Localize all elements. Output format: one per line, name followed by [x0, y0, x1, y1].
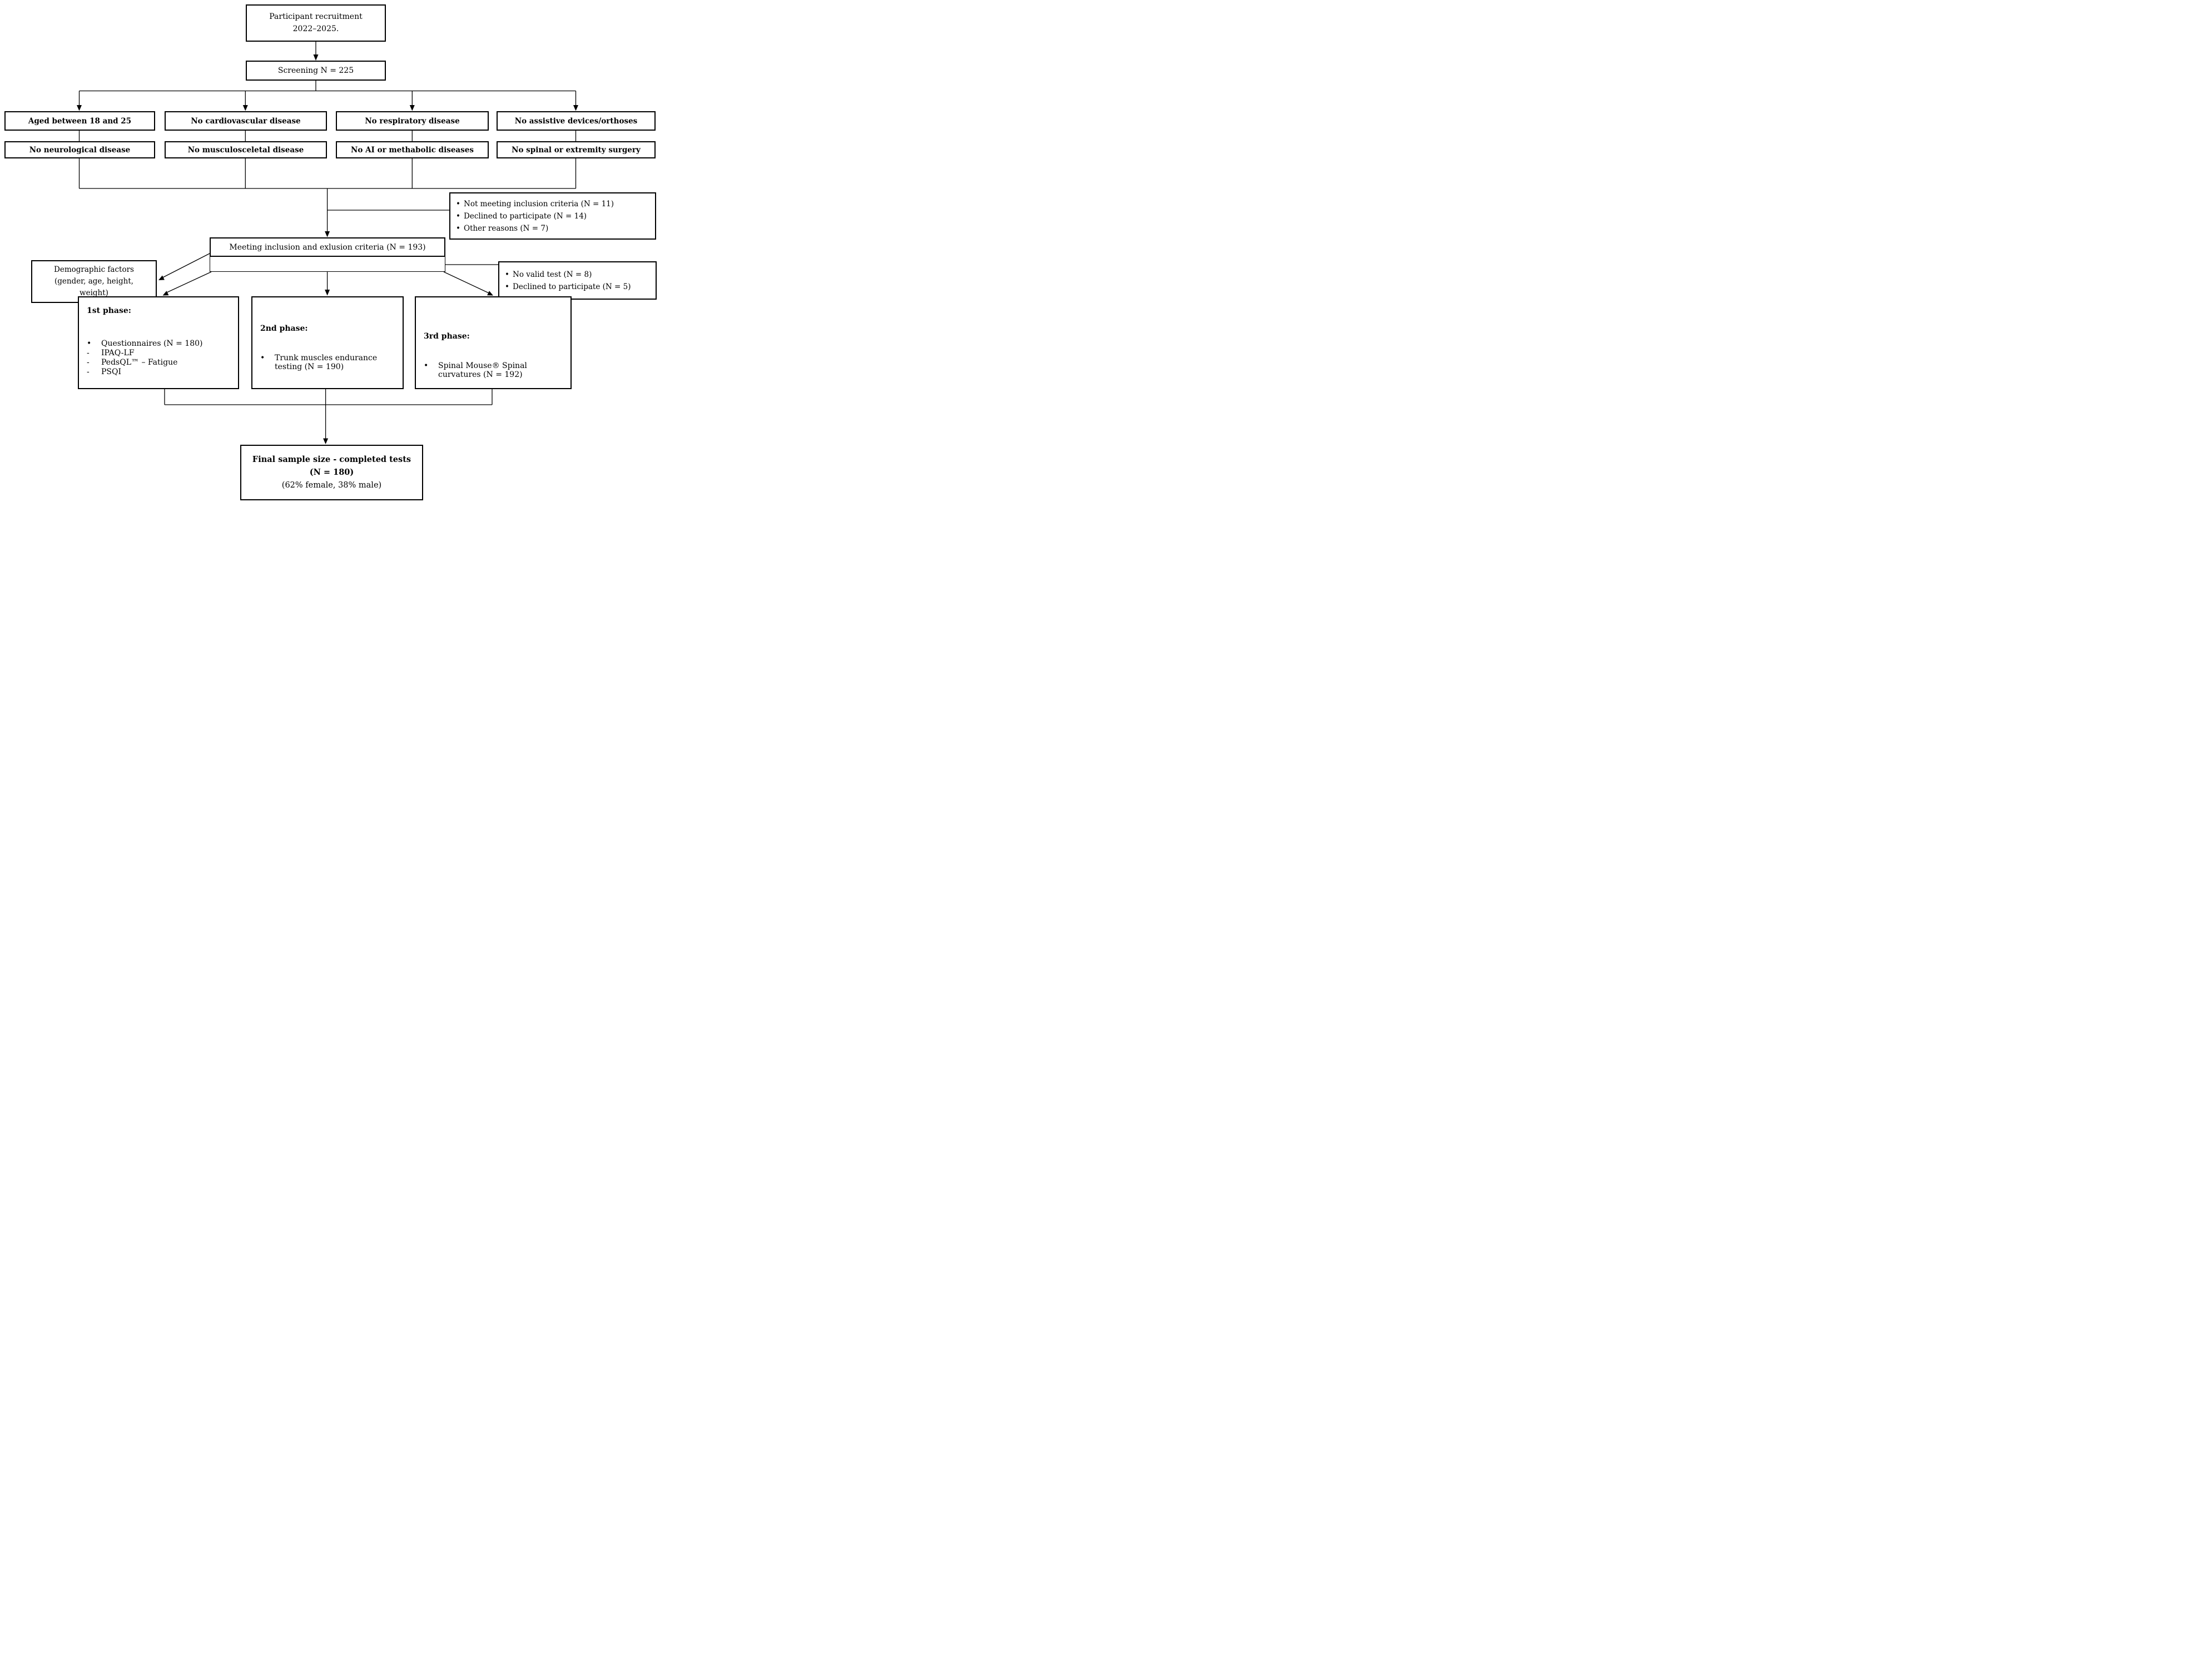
criteria-respiratory-label: No respiratory disease [365, 116, 460, 126]
phase1-item-text: PSQI [101, 367, 122, 376]
recruitment-line1: Participant recruitment [269, 12, 363, 21]
phase1-item-text: Questionnaires (N = 180) [101, 339, 203, 348]
exclusion-item-text: Declined to participate (N = 14) [464, 211, 587, 221]
criteria-devices-box: No assistive devices/orthoses [497, 111, 656, 131]
phase1-item: - PSQI [87, 367, 230, 376]
bullet-icon: • [87, 339, 92, 348]
exclusion-reasons-box: • Not meeting inclusion criteria (N = 11… [449, 192, 656, 240]
connector-lines [77, 42, 578, 444]
recruitment-line2: 2022–2025. [292, 24, 339, 33]
dropout-item: • No valid test (N = 8) [505, 270, 650, 279]
demographic-line3: weight) [80, 288, 108, 297]
phase3-box: 3rd phase: • Spinal Mouse® Spinal curvat… [415, 296, 572, 389]
bullet-icon: • [456, 223, 460, 233]
bullet-icon: • [260, 354, 265, 362]
phase2-item: • Trunk muscles endurance testing (N = 1… [260, 354, 395, 371]
phase1-title: 1st phase: [87, 306, 131, 315]
recruitment-flowchart: Participant recruitment 2022–2025. Scree… [0, 0, 659, 504]
dash-icon: - [87, 349, 90, 357]
dropout-item-text: Declined to participate (N = 5) [513, 282, 631, 291]
criteria-metabolic-label: No AI or methabolic diseases [351, 145, 474, 155]
phase1-item: - PedsQL™ – Fatigue [87, 358, 230, 367]
exclusion-item-text: Other reasons (N = 7) [464, 223, 549, 233]
dropout-reasons-box: • No valid test (N = 8) • Declined to pa… [498, 261, 657, 300]
exclusion-item: • Not meeting inclusion criteria (N = 11… [456, 200, 649, 208]
phase2-items: • Trunk muscles endurance testing (N = 1… [260, 353, 395, 372]
final-sample-box: Final sample size - completed tests (N =… [240, 445, 423, 500]
demographic-factors-box: Demographic factors (gender, age, height… [31, 260, 157, 303]
criteria-musculoskeletal-box: No musculosceletal disease [165, 141, 327, 158]
criteria-cardio-box: No cardiovascular disease [165, 111, 327, 131]
phase2-item-text: Trunk muscles endurance testing (N = 190… [275, 354, 378, 371]
participant-recruitment-box: Participant recruitment 2022–2025. [246, 4, 386, 42]
dropout-item: • Declined to participate (N = 5) [505, 282, 650, 291]
dropout-item-text: No valid test (N = 8) [513, 270, 592, 279]
exclusion-item: • Other reasons (N = 7) [456, 224, 649, 233]
criteria-neurological-box: No neurological disease [4, 141, 155, 158]
bullet-icon: • [505, 270, 509, 279]
phase1-item: - IPAQ-LF [87, 349, 230, 357]
phase2-title: 2nd phase: [260, 324, 308, 333]
dash-icon: - [87, 367, 90, 376]
criteria-age-label: Aged between 18 and 25 [28, 116, 132, 126]
exclusion-item-text: Not meeting inclusion criteria (N = 11) [464, 199, 614, 208]
criteria-surgery-label: No spinal or extremity surgery [512, 145, 641, 155]
criteria-devices-label: No assistive devices/orthoses [514, 116, 638, 126]
final-line3: (62% female, 38% male) [281, 480, 382, 490]
final-line2: (N = 180) [309, 468, 354, 478]
phase2-box: 2nd phase: • Trunk muscles endurance tes… [251, 296, 404, 389]
phase1-item-text: IPAQ-LF [101, 349, 135, 357]
criteria-metabolic-box: No AI or methabolic diseases [336, 141, 489, 158]
criteria-musculoskeletal-label: No musculosceletal disease [187, 145, 304, 155]
phase3-items: • Spinal Mouse® Spinal curvatures (N = 1… [424, 361, 563, 380]
phase1-item: • Questionnaires (N = 180) [87, 339, 230, 348]
demographic-line1: Demographic factors [54, 265, 134, 275]
bullet-icon: • [424, 361, 429, 370]
bullet-icon: • [456, 199, 460, 208]
phase3-item-text: Spinal Mouse® Spinal curvatures (N = 192… [438, 361, 527, 379]
criteria-respiratory-box: No respiratory disease [336, 111, 489, 131]
meeting-criteria-box: Meeting inclusion and exlusion criteria … [210, 237, 445, 257]
exclusion-item: • Declined to participate (N = 14) [456, 212, 649, 221]
dash-icon: - [87, 358, 90, 367]
bullet-icon: • [456, 211, 460, 221]
final-line1: Final sample size - completed tests [252, 455, 411, 465]
criteria-age-box: Aged between 18 and 25 [4, 111, 155, 131]
criteria-surgery-box: No spinal or extremity surgery [497, 141, 656, 158]
phase1-item-text: PedsQL™ – Fatigue [101, 358, 178, 367]
demographic-line2: (gender, age, height, [54, 277, 134, 286]
phase3-title: 3rd phase: [424, 332, 470, 341]
meeting-criteria-extension-box [210, 257, 445, 272]
phase3-item: • Spinal Mouse® Spinal curvatures (N = 1… [424, 361, 563, 379]
screening-box: Screening N = 225 [246, 61, 386, 81]
phase1-box: 1st phase: • Questionnaires (N = 180) - … [78, 296, 239, 389]
meeting-criteria-label: Meeting inclusion and exlusion criteria … [229, 242, 426, 252]
criteria-cardio-label: No cardiovascular disease [191, 116, 301, 126]
screening-label: Screening N = 225 [277, 66, 354, 75]
criteria-neurological-label: No neurological disease [29, 145, 131, 155]
bullet-icon: • [505, 282, 509, 291]
phase1-items: • Questionnaires (N = 180) - IPAQ-LF - P… [87, 339, 230, 377]
